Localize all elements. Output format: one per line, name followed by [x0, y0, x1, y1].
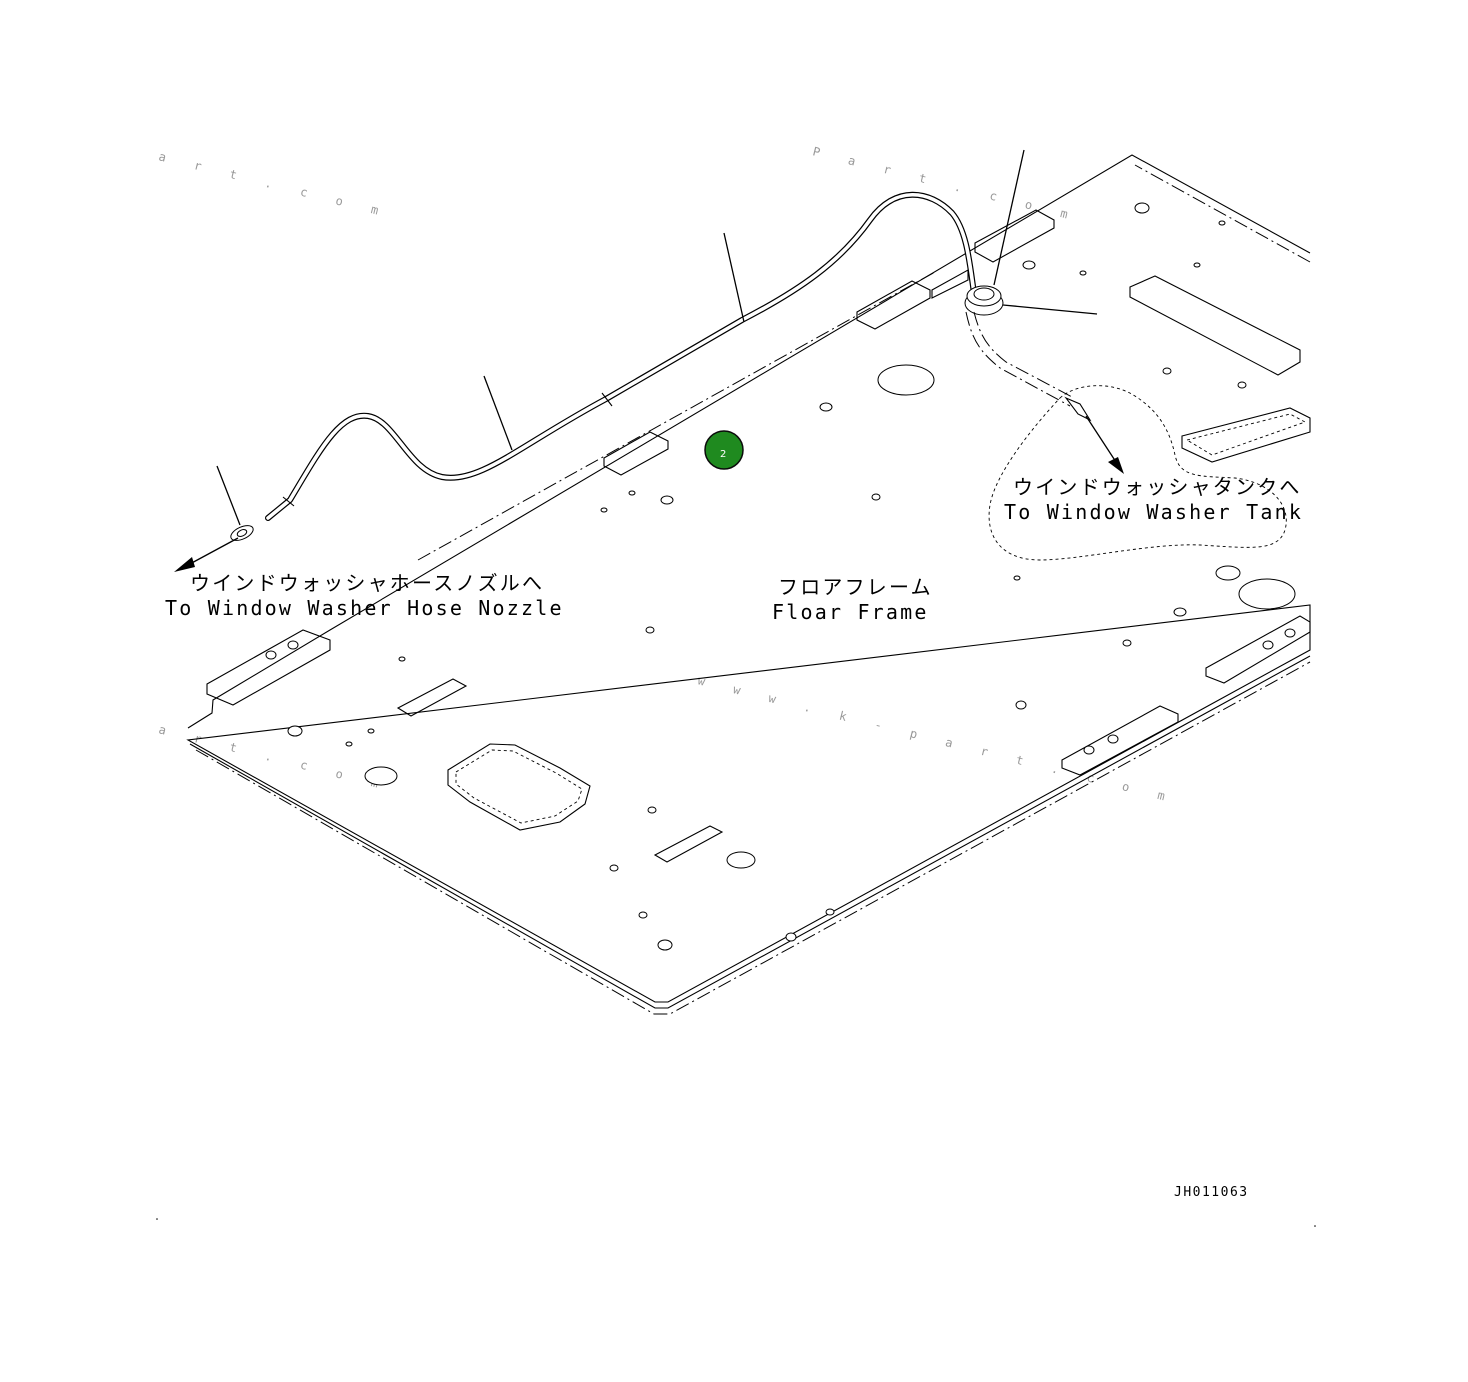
frame-hole: [600, 507, 608, 513]
arrow-head-left: [174, 557, 195, 572]
leader-line: [1002, 304, 1098, 315]
hose-under-floor: [965, 311, 1071, 407]
corner-mark: [156, 1218, 158, 1220]
frame-hole: [1193, 262, 1201, 268]
corner-mark: [1314, 1225, 1316, 1227]
frame-hole: [1284, 628, 1296, 638]
label-frame-en: Floar Frame: [772, 600, 929, 624]
mount-bracket: [856, 280, 931, 330]
mount-bracket: [206, 629, 331, 706]
floor-grommet-inner: [973, 287, 995, 301]
leader-line: [483, 375, 513, 451]
frame-hole: [638, 911, 648, 919]
frame-hole: [628, 490, 636, 496]
hose-nozzle-connector-inner: [236, 529, 248, 537]
frame-hole: [785, 932, 797, 942]
hose-under-floor: [973, 311, 1075, 399]
leader-line: [723, 232, 745, 323]
floor-frame: [186, 154, 1311, 1015]
frame-hole: [398, 656, 406, 662]
cutout-slot: [396, 678, 468, 717]
floor-frame-lower-edge: [189, 655, 1311, 1009]
frame-hole: [609, 864, 619, 872]
callout-badge-circle[interactable]: [704, 430, 744, 470]
washer-hose-line-inner: [266, 193, 977, 520]
floor-frame-outline: [186, 154, 1311, 1003]
label-nozzle-jp: ウインドウォッシャホースノズルへ: [190, 571, 544, 595]
frame-hole: [287, 640, 299, 650]
frame-hole: [819, 402, 833, 412]
mount-bracket: [1205, 615, 1311, 684]
frame-hole: [265, 650, 277, 660]
frame-hole: [1107, 734, 1119, 744]
frame-hole: [825, 908, 835, 916]
frame-hole: [345, 741, 353, 747]
frame-hole: [1218, 220, 1226, 226]
callout-badge-2[interactable]: 2: [704, 430, 744, 470]
drawing-code: JH011063: [1174, 1185, 1249, 1200]
cutout-rect-right-lower: [1181, 407, 1311, 463]
callout-badge-number: 2: [720, 449, 726, 460]
hose-joint: [601, 392, 613, 407]
frame-hole: [1215, 565, 1241, 581]
frame-hole: [1013, 575, 1021, 581]
hose-clamp-plate: [931, 269, 969, 299]
label-frame-jp: フロアフレーム: [778, 575, 933, 599]
washer-hose: [230, 191, 1092, 541]
direction-arrows: [174, 415, 1124, 572]
mount-bracket: [603, 431, 669, 476]
frame-hole: [877, 364, 935, 396]
frame-hole: [657, 939, 673, 951]
mount-bracket: [1061, 705, 1179, 776]
cutout-rect-right: [1129, 275, 1301, 376]
frame-hole: [1015, 700, 1027, 710]
floor-frame-right-centerline: [1134, 164, 1311, 263]
frame-hole: [1022, 260, 1036, 270]
frame-hole: [1122, 639, 1132, 647]
frame-hole: [871, 493, 881, 501]
frame-hole: [287, 725, 303, 737]
arrow-head-right: [1108, 457, 1124, 474]
hidden-area-outline: [988, 385, 1287, 561]
floor-frame-rear-centerline: [417, 271, 936, 561]
cutout-slot: [653, 825, 724, 863]
label-nozzle-en: To Window Washer Hose Nozzle: [165, 596, 564, 620]
frame-hole: [1079, 270, 1087, 276]
watermark-text: w w w . k - p a r t . c o m: [696, 673, 1177, 806]
watermark-text: a r t . c o m: [157, 149, 390, 220]
mount-bracket: [974, 209, 1055, 263]
floor-frame-centerline: [195, 661, 1311, 1015]
label-tank-en: To Window Washer Tank: [1004, 500, 1303, 524]
cutout-access-hatch-inner: [455, 749, 583, 824]
watermark-text: a r t . c o m: [157, 722, 390, 793]
hose-joint: [282, 496, 295, 507]
leader-line: [993, 149, 1025, 286]
frame-hole: [645, 626, 655, 634]
washer-hose-line: [265, 191, 978, 521]
arrow-to-nozzle: [187, 537, 239, 566]
frame-hole: [647, 806, 657, 814]
cutout-access-hatch: [447, 743, 591, 831]
frame-hole: [364, 766, 398, 786]
leader-lines: [216, 149, 1098, 526]
label-tank-jp: ウインドウォッシャタンクへ: [1013, 475, 1302, 499]
cutout-inner: [1185, 413, 1307, 456]
frame-hole: [1134, 202, 1150, 214]
frame-hole: [1237, 381, 1247, 389]
frame-hole: [1238, 578, 1296, 610]
frame-hole: [1162, 367, 1172, 375]
frame-hole: [660, 495, 674, 505]
leader-line: [216, 465, 241, 526]
frame-hole: [726, 851, 756, 869]
hose-end: [1064, 396, 1092, 422]
arrow-to-tank: [1085, 415, 1117, 463]
frame-hole: [367, 728, 375, 734]
frame-hole: [1173, 607, 1187, 617]
frame-hole: [1262, 640, 1274, 650]
frame-hole: [1083, 745, 1095, 755]
